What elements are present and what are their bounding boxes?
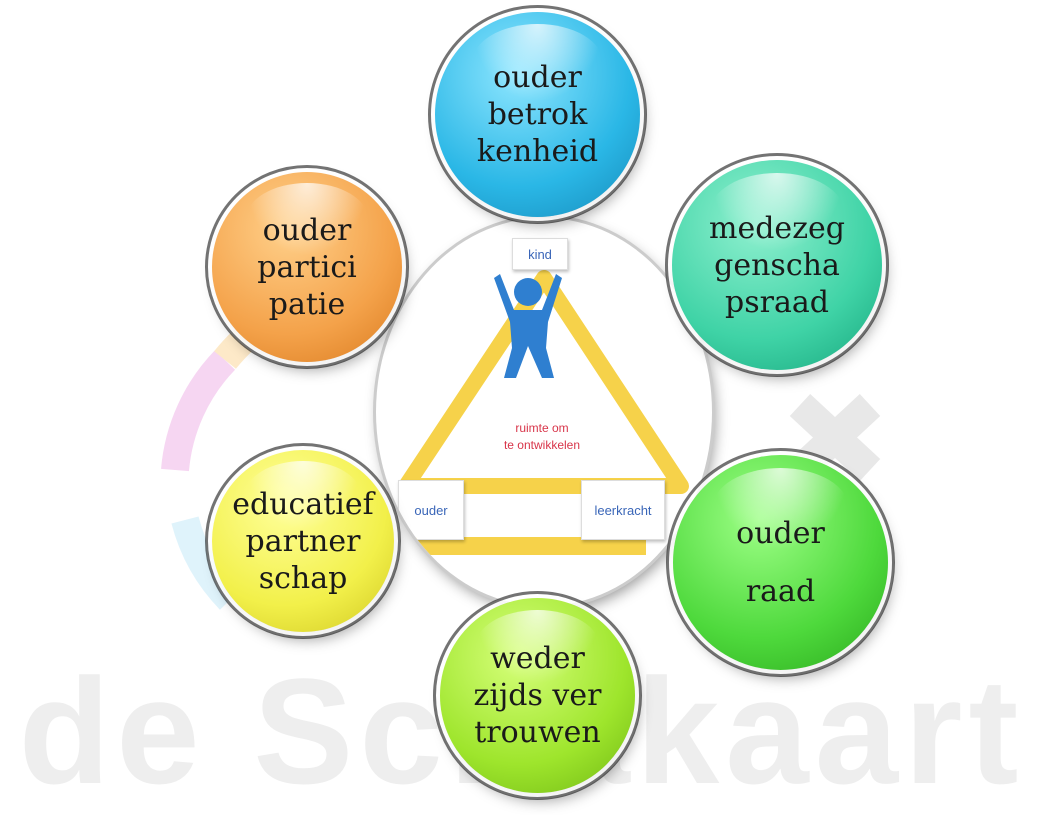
child-figure-icon (494, 274, 562, 378)
center-caption: ruimte om te ontwikkelen (503, 421, 581, 452)
bubble-ouderparticipatie: ouder partici patie (205, 165, 409, 369)
triangle-figure (398, 270, 689, 555)
bubble-educatief-partnerschap: educatief partner schap (205, 443, 401, 639)
label-leerkracht: leerkracht (581, 480, 665, 540)
label-ouder: ouder (398, 480, 464, 540)
label-kind: kind (512, 238, 568, 270)
bubble-medezeggenschapsraad: medezeg genscha psraad (665, 153, 889, 377)
bubble-wederzijds-vertrouwen: weder zijds ver trouwen (433, 591, 642, 800)
bubble-ouderbetrokkenheid: ouder betrok kenheid (428, 5, 647, 224)
bubble-ouderraad: ouder raad (666, 448, 895, 677)
center-illustration: kind ouder leerkracht ruimte om te ontwi… (376, 218, 712, 606)
